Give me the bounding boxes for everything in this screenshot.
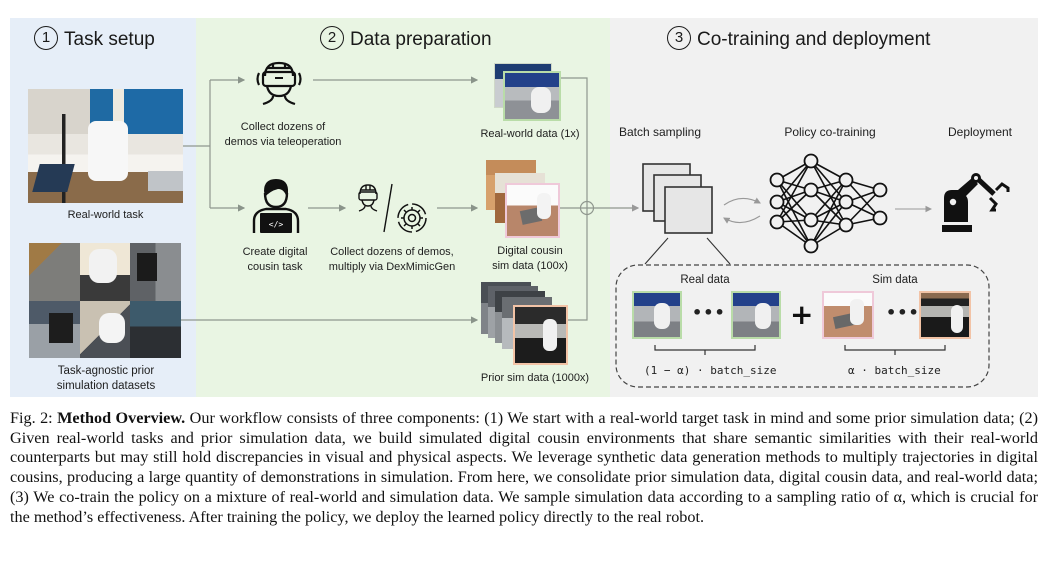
batch-sampling-label: Batch sampling (618, 125, 702, 139)
sum-junction-icon (579, 200, 595, 216)
network-edge (776, 189, 812, 223)
deployment-label: Deployment (947, 125, 1013, 139)
network-node (769, 214, 785, 230)
network-edge (776, 179, 812, 221)
network-edge (810, 160, 847, 226)
network-edge (845, 189, 881, 226)
stacked-frames-icon (642, 163, 713, 234)
zoom-line-right (706, 237, 731, 265)
neural-network-icon (769, 153, 888, 254)
cycle-arrow-backward (723, 215, 761, 224)
plus-sign: + (790, 298, 814, 331)
network-edge (776, 160, 812, 203)
robot-arm-icon (942, 173, 1010, 232)
section-number: 1 (34, 26, 58, 50)
sim-sample-first (822, 291, 874, 339)
cousin-data-label: Digital cousin sim data (100x) (492, 245, 568, 272)
sim-batch-formula: α · batch_size (848, 364, 941, 377)
section-number: 2 (320, 26, 344, 50)
sim-data-sublabel: Sim data (872, 274, 918, 286)
zoom-line-left (644, 237, 669, 265)
real-world-task-photo (28, 89, 183, 203)
real-ellipsis: ••• (692, 303, 726, 322)
network-node (769, 194, 785, 210)
network-edge (810, 160, 847, 203)
network-node (838, 172, 854, 188)
network-node (872, 182, 888, 198)
network-node (803, 212, 819, 228)
network-edge (810, 201, 847, 247)
network-edge (810, 179, 847, 221)
slash-divider (383, 183, 393, 233)
network-node (803, 238, 819, 254)
prior-data-label: Prior sim data (1000x) (480, 372, 590, 384)
cycle-arrow-forward (723, 197, 761, 206)
caption-text: Our workflow consists of three component… (10, 409, 1039, 526)
real-data-label: Real-world data (1x) (480, 128, 580, 140)
merge-bracket (556, 77, 588, 321)
network-node (838, 194, 854, 210)
real-data-sublabel: Real data (680, 274, 730, 286)
prior-data-frame-front (513, 305, 568, 365)
gear-cycle-icon (397, 203, 427, 233)
multiply-label: Collect dozens of demos, multiply via De… (328, 246, 456, 273)
real-world-task-label: Real-world task (67, 209, 144, 221)
sim-sample-last (919, 291, 971, 339)
svg-text:</>: </> (269, 220, 284, 229)
real-batch-formula: (1 − α) · batch_size (644, 364, 777, 377)
caption-title: Method Overview. (57, 409, 186, 427)
small-vr-headset-icon (358, 184, 378, 212)
network-edge (810, 179, 847, 247)
digital-cousin-task-label: Create digital cousin task (242, 246, 308, 273)
network-node (872, 210, 888, 226)
network-edge (776, 179, 812, 247)
prior-simulation-datasets-mosaic (29, 243, 181, 358)
teleop-and-multiply-icons (358, 183, 427, 233)
developer-laptop-icon: </> (252, 179, 300, 233)
network-node (769, 172, 785, 188)
section-number: 3 (667, 26, 691, 50)
network-edge (776, 201, 812, 247)
network-node (838, 217, 854, 233)
real-data-frame-front (503, 71, 561, 121)
network-node (803, 153, 819, 169)
caption-label: Fig. 2: (10, 409, 53, 427)
teleop-label: Collect dozens of demos via teleoperatio… (224, 121, 342, 148)
sim-ellipsis: ••• (886, 303, 920, 322)
real-sample-first (632, 291, 682, 339)
policy-cotraining-label: Policy co-training (784, 125, 876, 139)
flow-connectors (181, 76, 933, 324)
cousin-data-frame-front (505, 183, 560, 238)
prior-simulation-datasets-label: Task-agnostic prior simulation datasets (56, 365, 156, 392)
real-sample-last (731, 291, 781, 339)
network-edge (776, 160, 812, 223)
vr-headset-icon (256, 61, 302, 106)
network-edge (845, 179, 881, 219)
figure-caption: Fig. 2: Method Overview. Our workflow co… (10, 409, 1038, 527)
network-node (803, 182, 819, 198)
network-edge (810, 189, 847, 226)
